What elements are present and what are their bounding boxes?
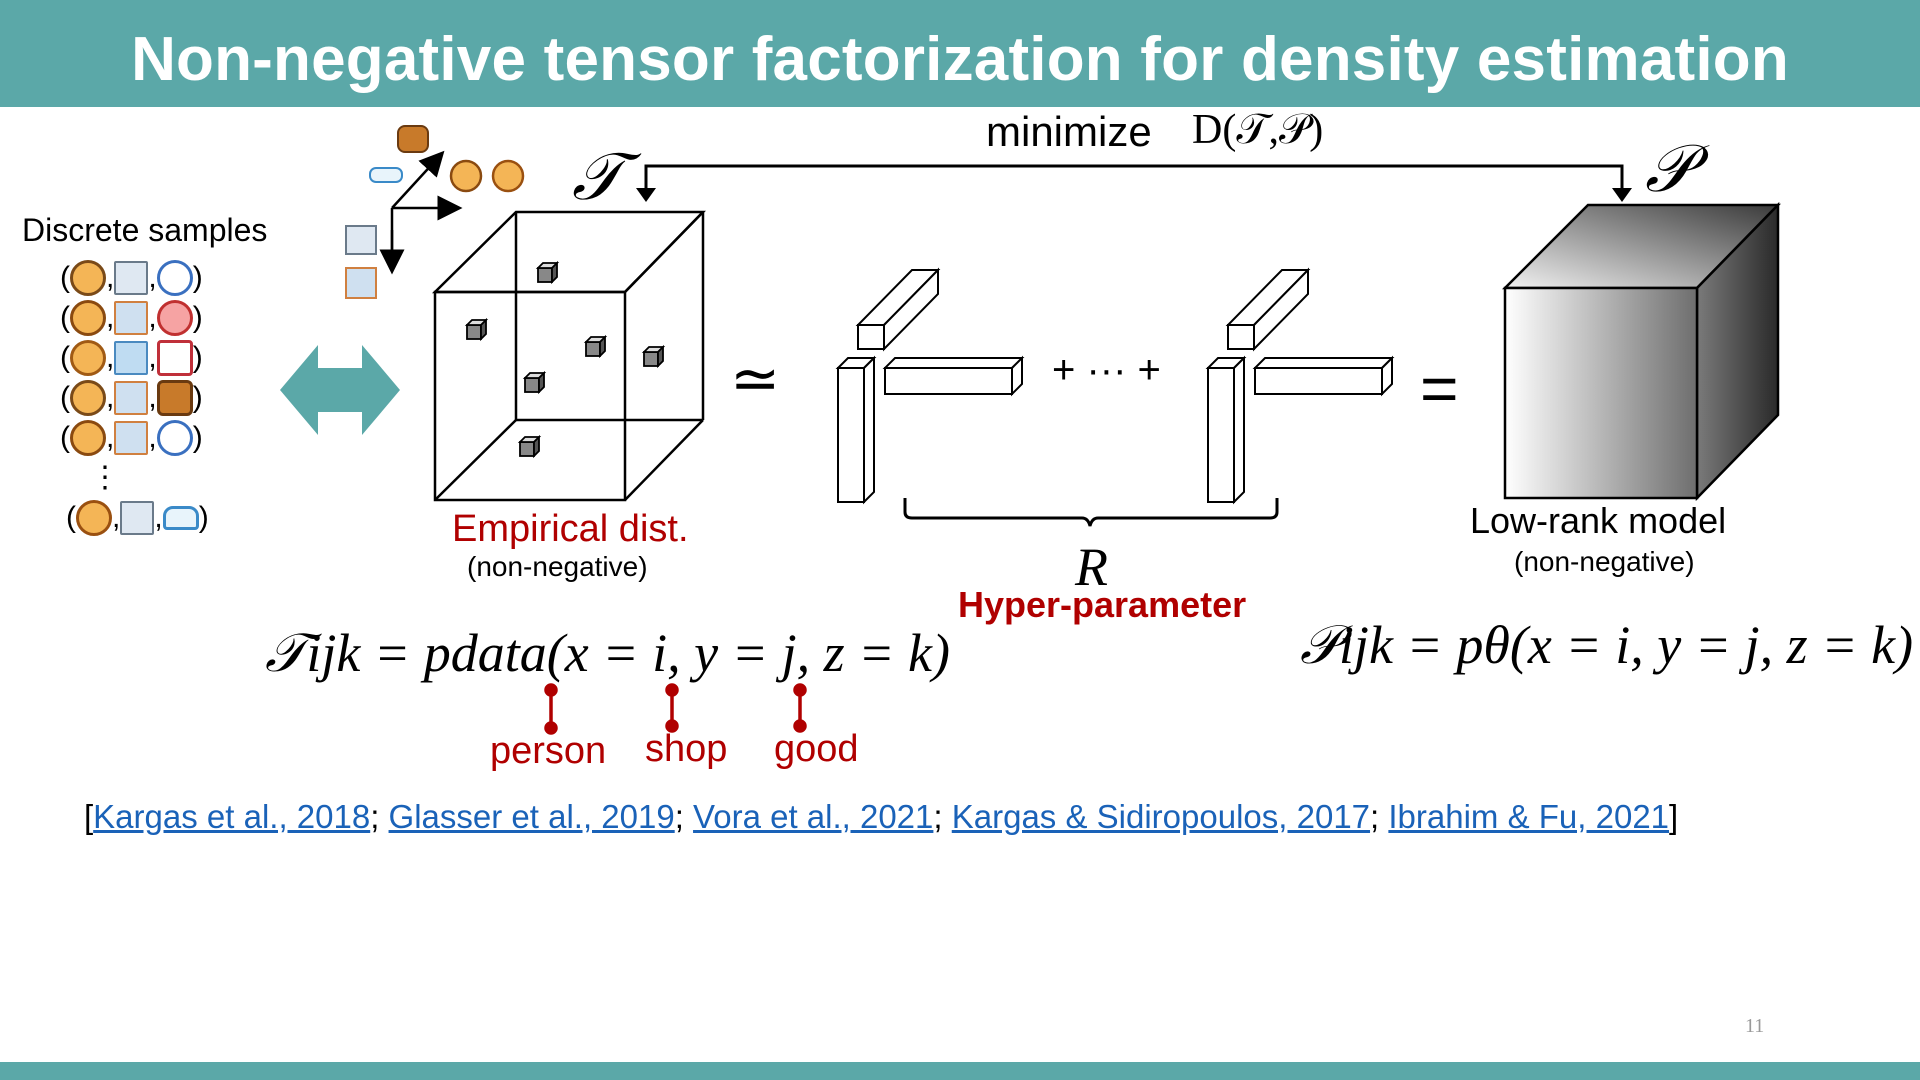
boy-icon [70, 380, 106, 416]
references: [Kargas et al., 2018; Glasser et al., 20… [84, 798, 1678, 836]
samples-ellipsis: ⋮ [90, 461, 120, 494]
empirical-tensor-cube [431, 210, 706, 502]
lollipop-icon [156, 420, 193, 456]
arrow-head-left [636, 188, 656, 202]
boy-icon [70, 260, 106, 296]
department-store-icon [114, 421, 149, 455]
convenience-store-icon [114, 261, 149, 295]
reference-link[interactable]: Vora et al., 2021 [693, 798, 934, 835]
convenience-store-icon [120, 501, 155, 535]
sample-row: ( , , ) [60, 340, 203, 376]
sample-cubes [464, 260, 666, 459]
drink-icon [156, 300, 193, 336]
objective-expression: D(𝒯,𝒫) [1192, 107, 1324, 153]
title-bar [0, 0, 1920, 107]
model-symbol: 𝒫 [1645, 133, 1693, 206]
handbag-icon [156, 380, 193, 416]
department-store-icon [114, 301, 149, 335]
references-sep: ; [370, 798, 389, 835]
man-icon [491, 159, 525, 193]
references-sep: ; [1370, 798, 1389, 835]
samples-heading: Discrete samples [22, 212, 268, 248]
hyperparameter-label: Hyper-parameter [958, 584, 1247, 625]
plus-ellipsis: + ··· + [1052, 348, 1161, 392]
references-sep: ; [674, 798, 694, 835]
sample-row: ( , , ) [60, 300, 203, 336]
sample-row: ( , , ) [60, 380, 203, 416]
rank-brace [903, 498, 1279, 527]
reference-link[interactable]: Ibrahim & Fu, 2021 [1388, 798, 1670, 835]
girl-icon [70, 340, 106, 376]
good-label: good [774, 728, 859, 770]
references-sep: ; [933, 798, 952, 835]
arrow-head-right [1612, 188, 1632, 202]
reference-link[interactable]: Glasser et al., 2019 [388, 798, 675, 835]
woman-icon [449, 159, 483, 193]
department-store-icon [345, 267, 377, 299]
convenience-store-icon [345, 225, 377, 255]
lowrank-formula: 𝒫ijk = pθ(x = i, y = j, z = k) [1300, 615, 1914, 675]
office-building-icon [114, 341, 149, 375]
double-arrow-icon [280, 345, 400, 435]
handbag-icon [397, 125, 429, 153]
lowrank-sublabel: (non-negative) [1514, 546, 1695, 577]
woman-icon [70, 300, 106, 336]
sample-row: ( , , ) [60, 260, 203, 296]
objective-arrow [644, 164, 1624, 196]
lollipop-icon [156, 260, 193, 296]
rank1-component [835, 267, 1025, 505]
lowrank-model-cube [1501, 201, 1781, 502]
tensor-symbol: 𝒯 [572, 141, 623, 214]
variable-connectors [544, 683, 807, 735]
shoe-icon [162, 506, 199, 530]
reference-link[interactable]: Kargas et al., 2018 [93, 798, 371, 835]
references-close: ] [1669, 798, 1679, 835]
woman-icon [70, 420, 106, 456]
footer-bar [0, 1062, 1920, 1080]
page-number: 11 [1745, 1015, 1765, 1037]
socks-icon [156, 340, 193, 376]
sample-row: ( , , ) [66, 500, 209, 536]
empirical-formula: 𝒯ijk = pdata(x = i, y = j, z = k) [265, 623, 950, 683]
shoe-icon [369, 167, 403, 183]
lowrank-label: Low-rank model [1470, 500, 1727, 541]
shop-label: shop [645, 728, 728, 770]
objective-label: minimize [986, 108, 1152, 155]
person-label: person [490, 730, 607, 772]
references-open: [ [84, 798, 94, 835]
approx-symbol: ≃ [730, 345, 781, 412]
axes-icon [379, 150, 463, 275]
equals-symbol: = [1420, 351, 1459, 425]
department-store-icon [114, 381, 149, 415]
rank1-component [1205, 267, 1395, 505]
rank-symbol: R [1075, 537, 1108, 597]
empirical-label: Empirical dist. [452, 508, 689, 550]
slide-title: Non-negative tensor factorization for de… [131, 25, 1789, 94]
man-icon [76, 500, 112, 536]
sample-row: ( , , ) [60, 420, 203, 456]
empirical-sublabel: (non-negative) [467, 551, 648, 582]
sample-list: ( , , ) ( , , ) ( , , ) ( , , ) ( , , ) … [60, 258, 209, 538]
reference-link[interactable]: Kargas & Sidiropoulos, 2017 [951, 798, 1371, 835]
